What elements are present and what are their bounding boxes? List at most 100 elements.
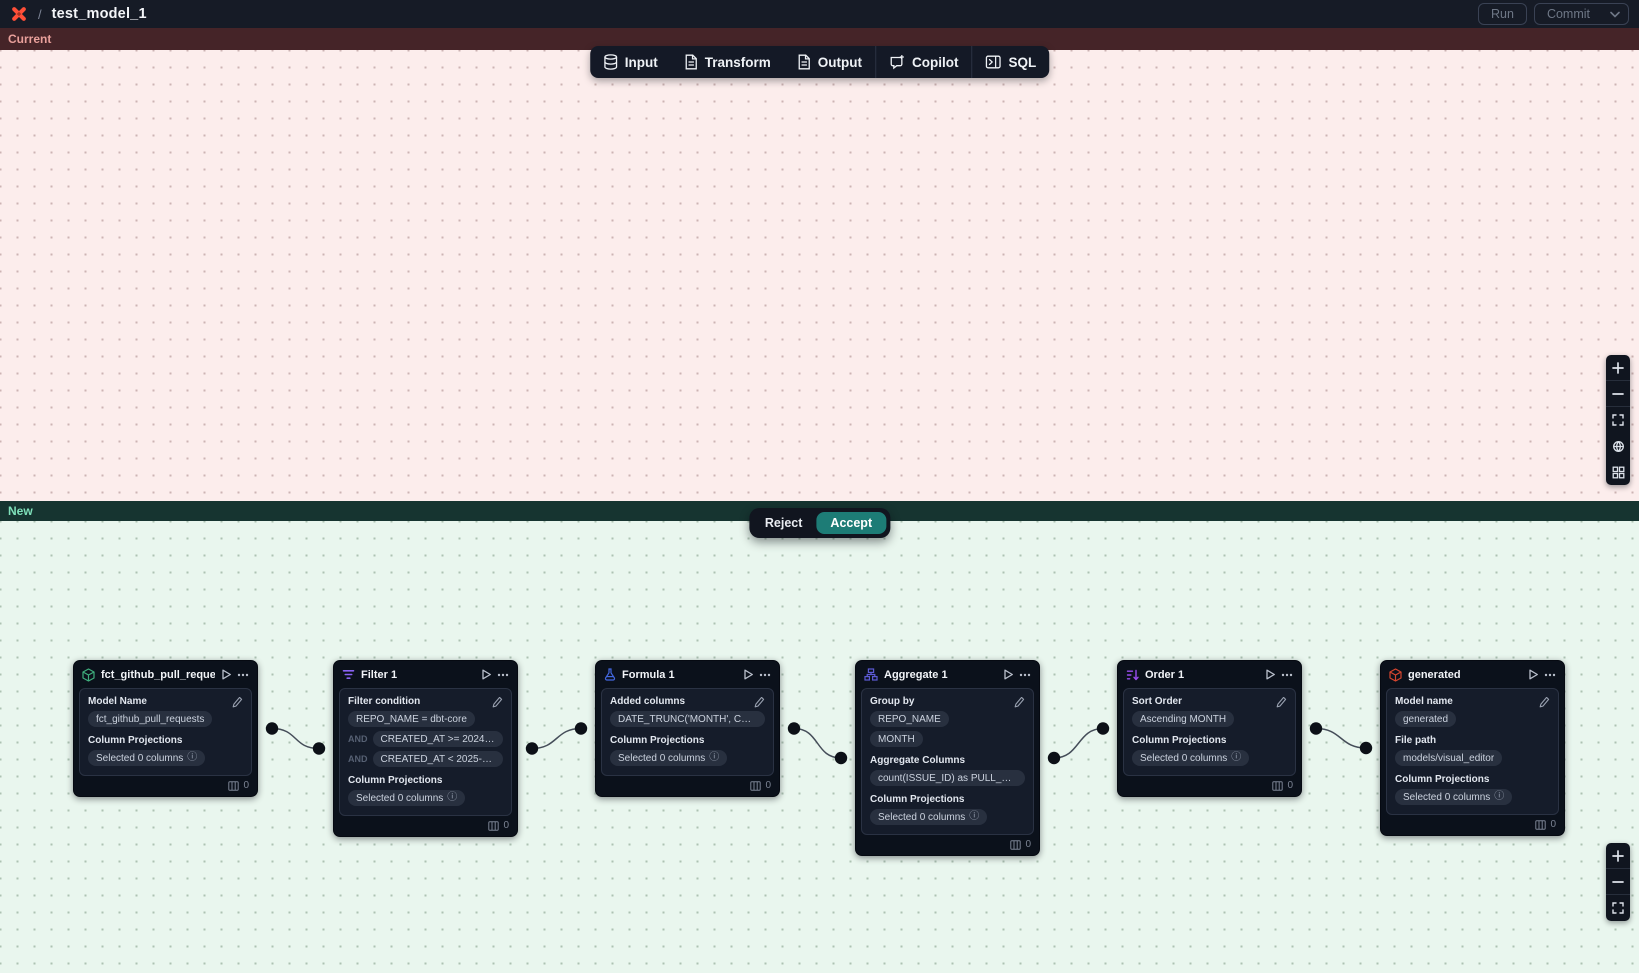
field-label: Column Projections [870, 794, 965, 805]
info-icon[interactable]: ⓘ [447, 792, 458, 803]
reject-button[interactable]: Reject [753, 512, 815, 534]
field-pill[interactable]: generated [1395, 711, 1457, 727]
accept-button[interactable]: Accept [816, 512, 887, 534]
node-menu-icon[interactable] [1019, 673, 1031, 677]
dbt-logo-icon[interactable] [10, 5, 28, 23]
info-icon[interactable]: ⓘ [969, 811, 980, 822]
pill-text: models/visual_editor [1403, 752, 1495, 764]
target-port[interactable] [312, 742, 326, 755]
toolbar-item-label: Output [817, 54, 862, 70]
table-icon [1535, 819, 1547, 830]
and-prefix: AND [348, 734, 368, 744]
edit-icon[interactable] [1539, 696, 1550, 711]
file-icon [797, 54, 811, 70]
node-run-icon[interactable] [221, 669, 232, 680]
node-run-icon[interactable] [1265, 669, 1276, 680]
toolbar-sql-button[interactable]: SQL [973, 46, 1050, 78]
target-port[interactable] [1096, 722, 1110, 735]
interactivity-icon[interactable] [1606, 433, 1630, 459]
toolbar-input-button[interactable]: Input [590, 46, 671, 78]
field-pill[interactable]: DATE_TRUNC('MONTH', CREATED_AT… [610, 711, 765, 727]
edit-icon[interactable] [754, 696, 765, 711]
fit-view-icon[interactable] [1606, 407, 1630, 433]
commit-dropdown-button[interactable] [1602, 4, 1628, 24]
node-footer: 0 [596, 780, 779, 796]
zoom-in-icon[interactable] [1606, 355, 1630, 381]
toolbar-transform-button[interactable]: Transform [671, 46, 784, 78]
source-port[interactable] [525, 742, 539, 755]
node-menu-icon[interactable] [237, 673, 249, 677]
edit-icon[interactable] [1276, 696, 1287, 711]
field-pill[interactable]: CREATED_AT < 2025-03-01 [372, 751, 503, 767]
field-pill[interactable]: Ascending MONTH [1132, 711, 1235, 727]
info-icon[interactable]: ⓘ [1494, 791, 1505, 802]
field-pill[interactable]: count(ISSUE_ID) as PULL_REQUEST_… [870, 770, 1025, 786]
fit-view-icon[interactable] [1606, 895, 1630, 921]
node-run-icon[interactable] [481, 669, 492, 680]
node-menu-icon[interactable] [497, 673, 509, 677]
node-menu-icon[interactable] [759, 673, 771, 677]
row-count: 0 [1287, 780, 1293, 791]
node-run-icon[interactable] [743, 669, 754, 680]
node-menu-icon[interactable] [1544, 673, 1556, 677]
target-port[interactable] [1359, 741, 1373, 755]
commit-button[interactable]: Commit [1535, 4, 1602, 24]
node-footer: 0 [1381, 819, 1564, 835]
row-count: 0 [1025, 839, 1031, 850]
target-port[interactable] [834, 751, 848, 765]
zoom-out-icon[interactable] [1606, 869, 1630, 895]
node-header: Aggregate 1 [856, 661, 1039, 688]
pill-text: CREATED_AT >= 2024-12-01 [380, 733, 496, 745]
info-icon[interactable]: ⓘ [1231, 752, 1242, 763]
run-button[interactable]: Run [1478, 3, 1527, 25]
field-pill[interactable]: fct_github_pull_requests [88, 711, 213, 727]
node-run-icon[interactable] [1003, 669, 1014, 680]
toolbar-copilot-button[interactable]: Copilot [876, 46, 972, 78]
auto-layout-icon[interactable] [1606, 459, 1630, 485]
breadcrumb-separator: / [38, 6, 42, 22]
source-port[interactable] [1047, 751, 1061, 765]
source-port[interactable] [787, 722, 801, 735]
zoom-in-icon[interactable] [1606, 843, 1630, 869]
toolbar-output-button[interactable]: Output [784, 46, 875, 78]
new-canvas[interactable]: fct_github_pull_requests Model Namefct_g… [0, 521, 1639, 973]
node-menu-icon[interactable] [1281, 673, 1293, 677]
info-icon[interactable]: ⓘ [709, 752, 720, 763]
node-fct-github-pull-requests[interactable]: fct_github_pull_requests Model Namefct_g… [73, 660, 258, 797]
field-pill[interactable]: REPO_NAME [870, 711, 949, 727]
field-pill[interactable]: REPO_NAME = dbt-core [348, 711, 475, 727]
target-port[interactable] [574, 722, 588, 735]
toolbar-separator [875, 46, 876, 78]
toolbar-item-label: Input [624, 54, 658, 70]
edit-icon[interactable] [1014, 696, 1025, 711]
field-pill[interactable]: models/visual_editor [1395, 750, 1503, 766]
source-port[interactable] [1309, 722, 1323, 735]
pill-text: Selected 0 columns [356, 792, 444, 804]
node-header: Order 1 [1118, 661, 1301, 688]
field-label: Filter condition [348, 696, 421, 707]
edit-icon[interactable] [492, 696, 503, 711]
zoom-out-icon[interactable] [1606, 381, 1630, 407]
field-pill[interactable]: MONTH [870, 731, 923, 747]
field-pill[interactable]: CREATED_AT >= 2024-12-01 [372, 731, 503, 747]
current-canvas[interactable] [0, 50, 1639, 501]
edit-icon[interactable] [232, 696, 243, 711]
info-icon[interactable]: ⓘ [187, 752, 198, 763]
node-run-icon[interactable] [1528, 669, 1539, 680]
source-port[interactable] [265, 722, 279, 735]
table-icon [1272, 780, 1284, 791]
row-count: 0 [1550, 819, 1556, 830]
